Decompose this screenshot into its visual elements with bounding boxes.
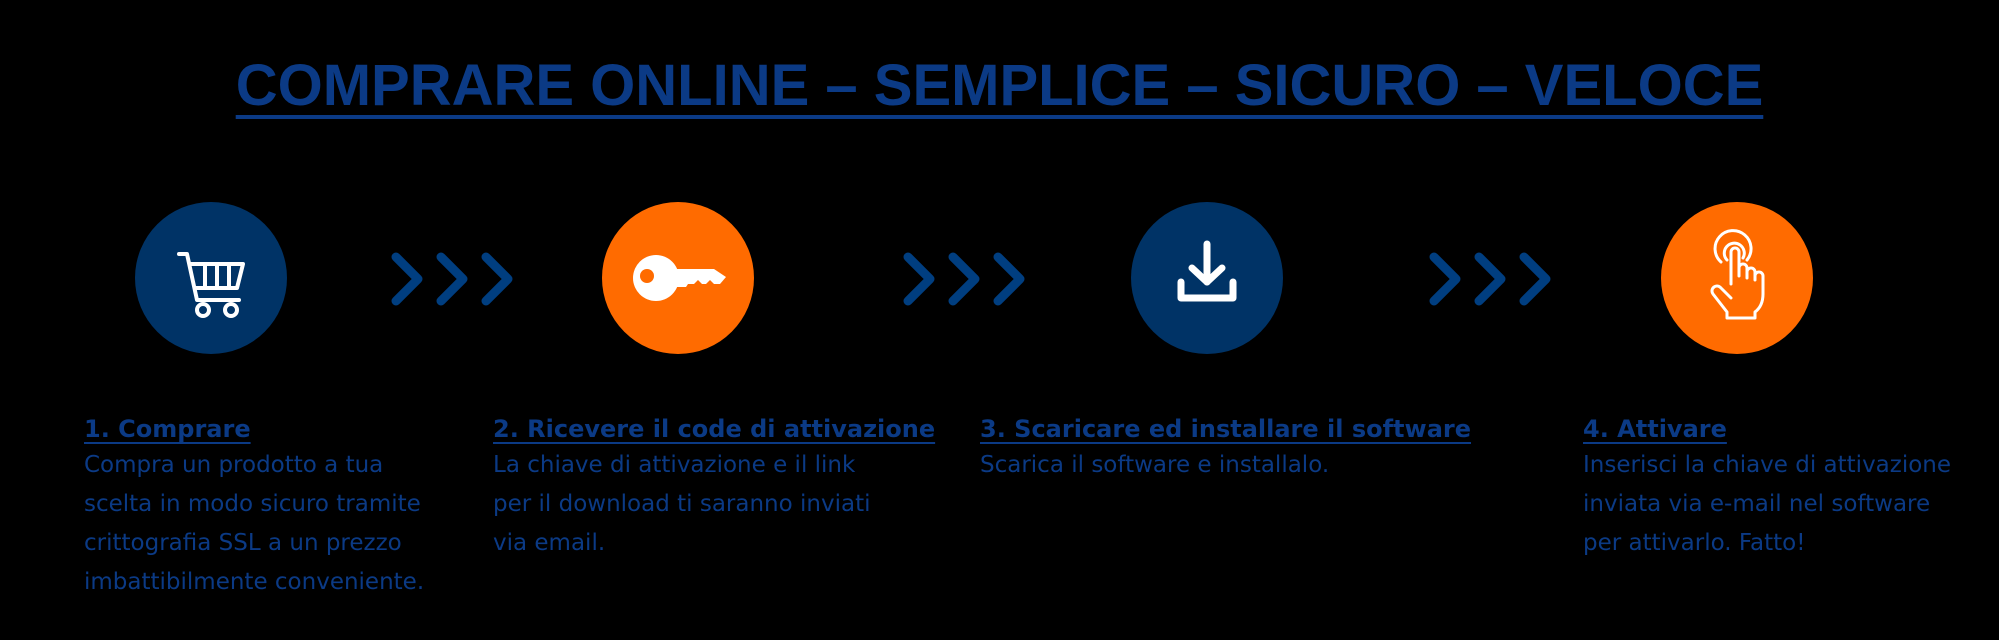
step-1-text: 1. Comprare Compra un prodotto a tua sce… <box>84 412 444 602</box>
step-3-circle <box>1131 202 1283 354</box>
step-1-line: scelta in modo sicuro tramite <box>84 491 421 517</box>
touch-hand-icon <box>1710 229 1765 320</box>
step-2-line: La chiave di attivazione e il link <box>493 452 856 478</box>
step-2-circle <box>602 202 754 354</box>
step-3-line: Scarica il software e installalo. <box>980 452 1330 478</box>
step-4-line: per attivarlo. Fatto! <box>1583 530 1806 556</box>
step-4-heading: 4. Attivare <box>1583 415 1727 443</box>
step-2-text: 2. Ricevere il code di attivazione La ch… <box>493 412 936 563</box>
download-icon <box>1177 240 1237 302</box>
step-1-line: imbattibilmente conveniente. <box>84 569 425 595</box>
step-1-line: crittografia SSL a un prezzo <box>84 530 402 556</box>
step-3-text: 3. Scaricare ed installare il software S… <box>980 412 1472 485</box>
step-1-heading: 1. Comprare <box>84 415 251 443</box>
step-4-line: inviata via e-mail nel software <box>1583 491 1931 517</box>
step-4-line: Inserisci la chiave di attivazione <box>1583 452 1952 478</box>
step-2-line: per il download ti saranno inviati <box>493 491 871 517</box>
shopping-cart-icon <box>177 252 245 318</box>
step-1-circle <box>135 202 287 354</box>
step-1-line: Compra un prodotto a tua <box>84 452 384 478</box>
chevrons-right-icon <box>903 252 1025 306</box>
key-icon <box>633 255 726 301</box>
step-2-heading: 2. Ricevere il code di attivazione <box>493 415 936 443</box>
step-4-circle <box>1661 202 1813 354</box>
chevrons-right-icon <box>391 252 513 306</box>
chevrons-right-icon <box>1429 252 1551 306</box>
step-3-heading: 3. Scaricare ed installare il software <box>980 415 1472 443</box>
step-2-line: via email. <box>493 530 606 556</box>
page-title: COMPRARE ONLINE – SEMPLICE – SICURO – VE… <box>235 53 1764 118</box>
step-4-text: 4. Attivare Inserisci la chiave di attiv… <box>1583 412 1993 563</box>
